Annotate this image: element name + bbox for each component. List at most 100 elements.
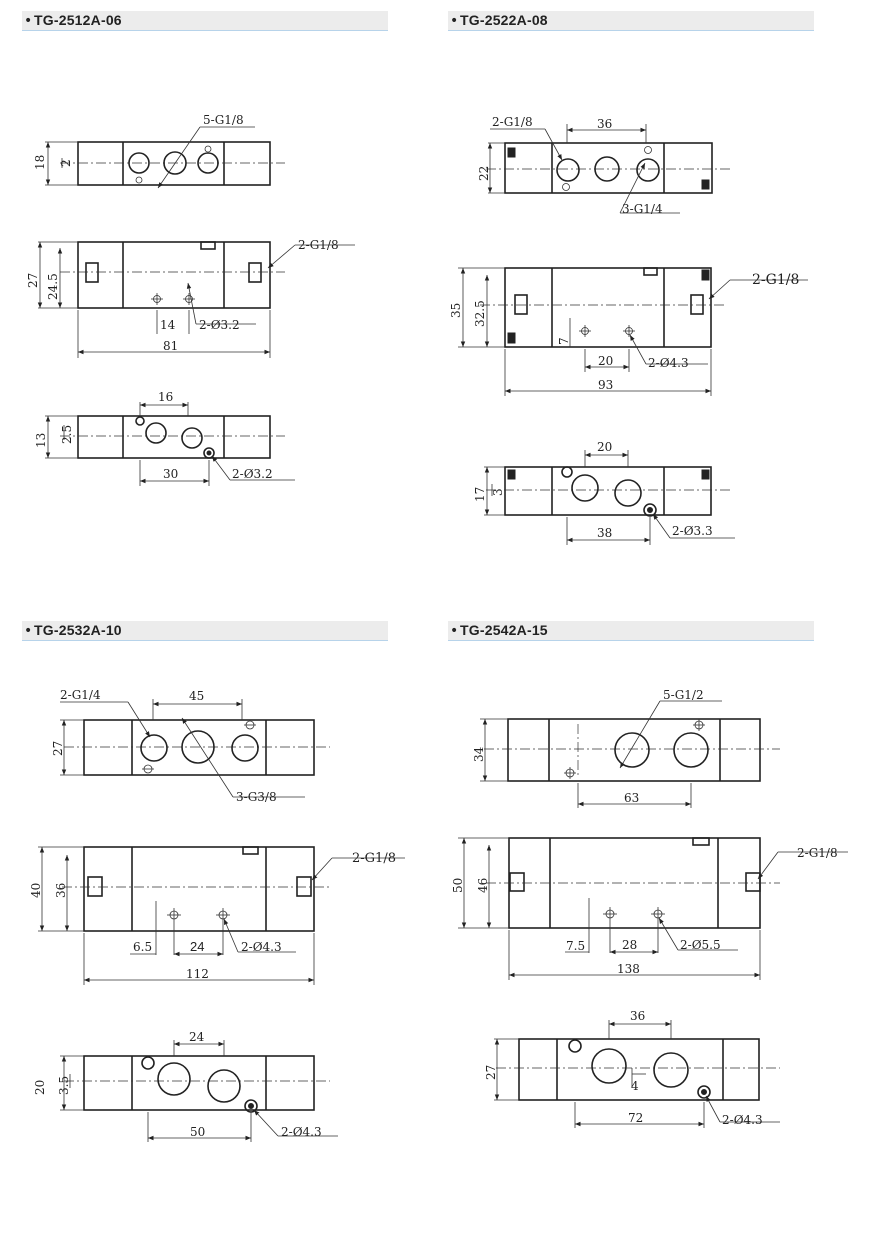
d3-front-view: 40 36 6.5 24 2-Ø4.3 2-G1/8 112 [29,846,405,985]
d2-front-view: 35 32.5 7 2-G1/8 20 2-Ø4.3 93 [449,267,808,396]
dim-bottom-offset: 3.5 [57,1076,71,1095]
dim-bottom-length: 72 [628,1111,643,1125]
dim-bottom-height: 20 [33,1080,47,1095]
port-icon [145,422,167,444]
port-icon [571,474,599,502]
d2-bottom-view: 17 3 20 38 2-Ø3.3 [473,440,735,545]
bullet-icon: • [450,623,459,639]
dim-front-spacing: 28 [622,938,637,952]
port-icon [556,158,580,182]
dim-front-height-inner: 36 [54,883,68,898]
section-title-4: TG-2542A-15 [460,622,548,638]
section-header-3: • TG-2532A-10 [22,621,388,641]
label-top-ports: 5-G1/8 [203,113,244,127]
dim-front-height: 40 [29,883,43,898]
label-front-hole: 2-Ø5.5 [680,938,721,952]
label-top-ports: 3-G3/8 [236,790,277,804]
dim-bottom-length: 30 [163,467,178,481]
dim-bottom-offset: 2.5 [60,425,74,444]
d3-bottom-view: 20 3.5 24 50 2-Ø4.3 [33,1030,338,1142]
dim-top-height: 18 [33,155,47,170]
dim-bottom-offset: 4 [631,1079,639,1093]
dim-front-length: 81 [163,339,178,353]
d1-bottom-view: 13 2.5 16 30 2-Ø3.2 [34,390,295,486]
port-icon [163,151,187,175]
port-icon [197,152,219,174]
port-icon [128,152,150,174]
dim-bottom-length: 50 [190,1125,205,1139]
dim-front-length: 93 [598,378,613,392]
dim-bottom-height: 13 [34,433,48,448]
dim-bottom-spacing: 24 [189,1030,205,1044]
d4-bottom-view: 27 36 4 72 2-Ø4.3 [484,1009,780,1128]
dim-bottom-spacing: 16 [158,390,173,404]
section-title-3: TG-2532A-10 [34,622,122,638]
section-header-1: • TG-2512A-06 [22,11,388,31]
dim-top-height: 27 [51,741,65,756]
drawing-3: 27 45 2-G1/4 3-G3/8 [29,688,405,1142]
dim-front-offset: 7 [557,337,571,345]
dim-front-height-inner: 46 [476,878,490,893]
port-icon [594,156,620,182]
port-icon [636,158,660,182]
dim-front-spacing: 14 [160,318,176,332]
dim-front-height: 35 [449,303,463,318]
label-front-hole: 2-Ø4.3 [241,940,282,954]
dim-front-offset: 7.5 [566,939,585,953]
label-top-ports: 3-G1/4 [622,202,663,216]
d1-front-view: 27 24.5 2-G1/8 14 2-Ø3.2 81 [26,238,355,358]
dim-bottom-height: 27 [484,1065,498,1080]
port-icon [614,732,650,768]
port-icon [673,732,709,768]
dim-front-offset: 6.5 [133,940,152,954]
port-icon [614,479,642,507]
port-icon [157,1062,191,1096]
bullet-icon: • [24,623,33,639]
port-icon [207,1069,241,1103]
section-header-2: • TG-2522A-08 [448,11,814,31]
label-top-port-left: 2-G1/4 [60,688,101,702]
dim-bottom-spacing: 20 [597,440,612,454]
dim-front-spacing: 24 [190,939,204,954]
label-bottom-hole: 2-Ø4.3 [281,1125,322,1139]
label-top-ports: 5-G1/2 [663,688,704,702]
section-header-4: • TG-2542A-15 [448,621,814,641]
d4-front-view: 50 46 7.5 28 2-Ø5.5 2-G1/8 138 [451,837,848,980]
dim-bottom-spacing: 36 [630,1009,645,1023]
dim-top-length: 63 [624,791,639,805]
d1-top-view: 18 2 5-G1/8 [33,113,285,189]
dim-front-height-inner: 32.5 [473,300,487,327]
label-front-hole: 2-Ø4.3 [648,356,689,370]
label-top-port-left: 2-G1/8 [492,115,533,129]
port-icon [140,734,168,762]
label-bottom-hole: 2-Ø3.3 [672,524,713,538]
drawing-4: 34 5-G1/2 63 [451,688,848,1128]
bullet-icon: • [450,13,459,29]
section-title-1: TG-2512A-06 [34,12,122,28]
dim-bottom-height: 17 [473,487,487,502]
dim-front-height: 27 [26,273,40,288]
dim-front-height-inner: 24.5 [46,273,60,300]
dim-front-height: 50 [451,878,465,893]
d3-top-view: 27 45 2-G1/4 3-G3/8 [51,688,330,804]
port-icon [181,730,215,764]
label-front-port: 2-G1/8 [797,846,838,860]
drawing-1: 18 2 5-G1/8 27 24.5 [26,113,355,486]
port-icon [591,1048,627,1084]
label-front-port: 2-G1/8 [298,238,339,252]
d2-top-view: 22 36 2-G1/8 3-G1/4 [477,115,730,216]
dim-bottom-offset: 3 [491,488,505,496]
dim-top-offset: 2 [59,159,73,167]
dim-bottom-length: 38 [597,526,612,540]
port-icon [231,734,259,762]
bullet-icon: • [24,13,33,29]
d4-top-view: 34 5-G1/2 63 [472,688,780,808]
dim-front-length: 112 [186,967,209,981]
label-front-port: 2-G1/8 [752,272,799,288]
label-bottom-hole: 2-Ø3.2 [232,467,273,481]
dim-top-height: 34 [472,746,486,762]
dim-top-spacing: 45 [189,689,204,703]
label-front-hole: 2-Ø3.2 [199,318,240,332]
dim-front-spacing: 20 [598,354,613,368]
